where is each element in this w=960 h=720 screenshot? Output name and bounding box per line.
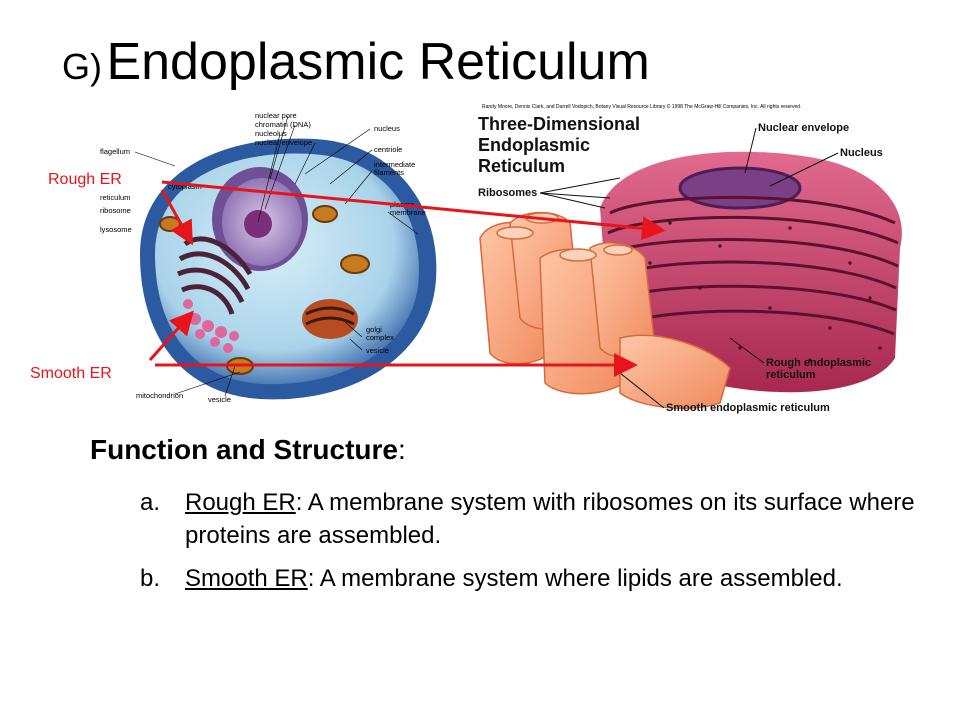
smooth-er-tubes (479, 211, 731, 409)
label-nuclear-envelope: nuclear envelope (255, 138, 312, 147)
label-reticulum: reticulum (100, 193, 130, 202)
list-term: Smooth ER (185, 565, 308, 592)
rough-er-stack (600, 151, 902, 393)
label-lysosome: lysosome (100, 225, 132, 234)
title-main: Endoplasmic Reticulum (106, 33, 650, 91)
list-marker: a. (140, 489, 161, 516)
list-item: b. Smooth ER: A membrane system where li… (140, 562, 920, 595)
label-vesicle-right: vesicle (366, 346, 389, 355)
label-vesicle-bottom: vesicle (208, 395, 231, 404)
list-item: a. Rough ER: A membrane system with ribo… (140, 486, 920, 552)
section-heading-text: Function and Structure (90, 434, 398, 465)
title-letter: G) (62, 46, 102, 87)
section-heading: Function and Structure: (90, 434, 406, 466)
section-heading-colon: : (398, 434, 406, 465)
list-text: : A membrane system where lipids are ass… (307, 565, 843, 592)
nucleus-shape (212, 167, 308, 271)
figure-title-line-3: Reticulum (478, 156, 565, 176)
label-nuclear-envelope-3d: Nuclear envelope (758, 122, 849, 134)
label-nucleolus: nucleolus (255, 129, 287, 138)
er-3d-diagram: Randy Moore, Dennis Clark, and Darrell V… (478, 103, 902, 414)
list-text: : A membrane system with ribosomes on it… (185, 489, 915, 549)
label-flagellum: flagellum (100, 147, 130, 156)
label-nucleus: nucleus (374, 124, 400, 133)
label-complex: complex (366, 333, 394, 342)
label-mitochondrion: mitochondrion (136, 391, 183, 400)
slide-title: G) Endoplasmic Reticulum (62, 32, 650, 92)
list-marker: b. (140, 565, 161, 592)
animal-cell-diagram: nuclear pore chromatin (DNA) nucleolus n… (100, 111, 437, 404)
label-rough-er-3d-line-1: Rough endoplasmic (766, 357, 871, 369)
label-centriole: centriole (374, 145, 402, 154)
list-term: Rough ER (185, 489, 296, 516)
smooth-er-callout: Smooth ER (30, 365, 112, 382)
figure-credit: Randy Moore, Dennis Clark, and Darrell V… (482, 103, 801, 110)
label-golgi: golgi (366, 325, 382, 334)
label-cytoplasm: cytoplasm (168, 182, 202, 191)
label-intermediate: intermediate (374, 160, 415, 169)
golgi-shape (302, 299, 358, 339)
label-chromatin: chromatin (DNA) (255, 120, 311, 129)
definition-list: a. Rough ER: A membrane system with ribo… (140, 486, 920, 605)
label-nuclear-pore: nuclear pore (255, 111, 297, 120)
label-smooth-er-3d: Smooth endoplasmic reticulum (666, 402, 830, 414)
label-ribosomes-3d: Ribosomes (478, 187, 537, 199)
rough-er-callout: Rough ER (48, 171, 122, 188)
label-filaments: filaments (374, 168, 404, 177)
label-nucleus-3d: Nucleus (840, 147, 883, 159)
label-membrane: membrane (390, 208, 426, 217)
figure-title-line-1: Three-Dimensional (478, 114, 640, 134)
figure-title-line-2: Endoplasmic (478, 135, 590, 155)
label-ribosome: ribosome (100, 206, 131, 215)
label-rough-er-3d-line-2: reticulum (766, 369, 816, 381)
